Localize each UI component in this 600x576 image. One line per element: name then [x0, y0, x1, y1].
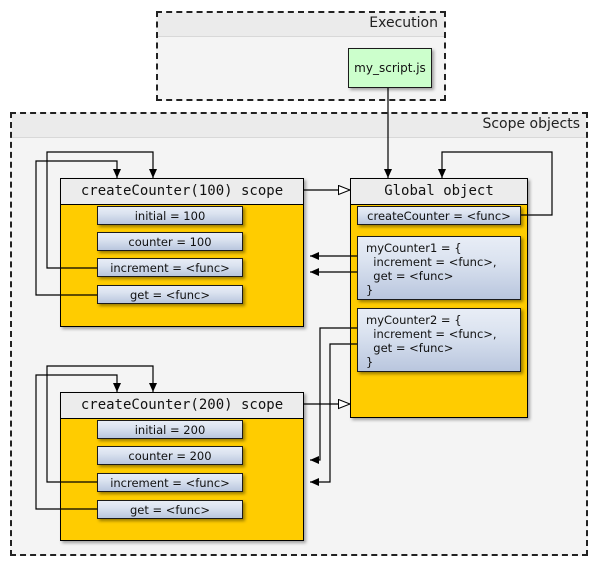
frame-execution-titlebar [158, 13, 444, 37]
slot-scope2-initial[interactable]: initial = 200 [97, 420, 243, 439]
slot-scope2-increment[interactable]: increment = <func> [97, 473, 243, 492]
slot-scope2-get[interactable]: get = <func> [97, 500, 243, 519]
slot-global-my-counter-1[interactable]: myCounter1 = { increment = <func>, get =… [357, 236, 521, 300]
object-create-counter-100-scope[interactable]: createCounter(100) scope [60, 178, 304, 327]
slot-global-create-counter[interactable]: createCounter = <func> [357, 206, 521, 225]
slot-scope1-get[interactable]: get = <func> [97, 285, 243, 304]
slot-scope1-increment[interactable]: increment = <func> [97, 258, 243, 277]
frame-execution-label: Execution [369, 15, 438, 31]
frame-scope-objects-label: Scope objects [482, 116, 580, 132]
object-create-counter-100-scope-header: createCounter(100) scope [61, 179, 303, 205]
object-global-header: Global object [351, 179, 527, 205]
slot-global-my-counter-2[interactable]: myCounter2 = { increment = <func>, get =… [357, 308, 521, 372]
frame-scope-objects-titlebar [12, 114, 586, 138]
slot-scope1-counter[interactable]: counter = 100 [97, 232, 243, 251]
slot-scope2-counter[interactable]: counter = 200 [97, 446, 243, 465]
slot-scope1-initial[interactable]: initial = 100 [97, 206, 243, 225]
object-create-counter-200-scope-header: createCounter(200) scope [61, 393, 303, 419]
script-node-my-script-js[interactable]: my_script.js [348, 48, 432, 88]
